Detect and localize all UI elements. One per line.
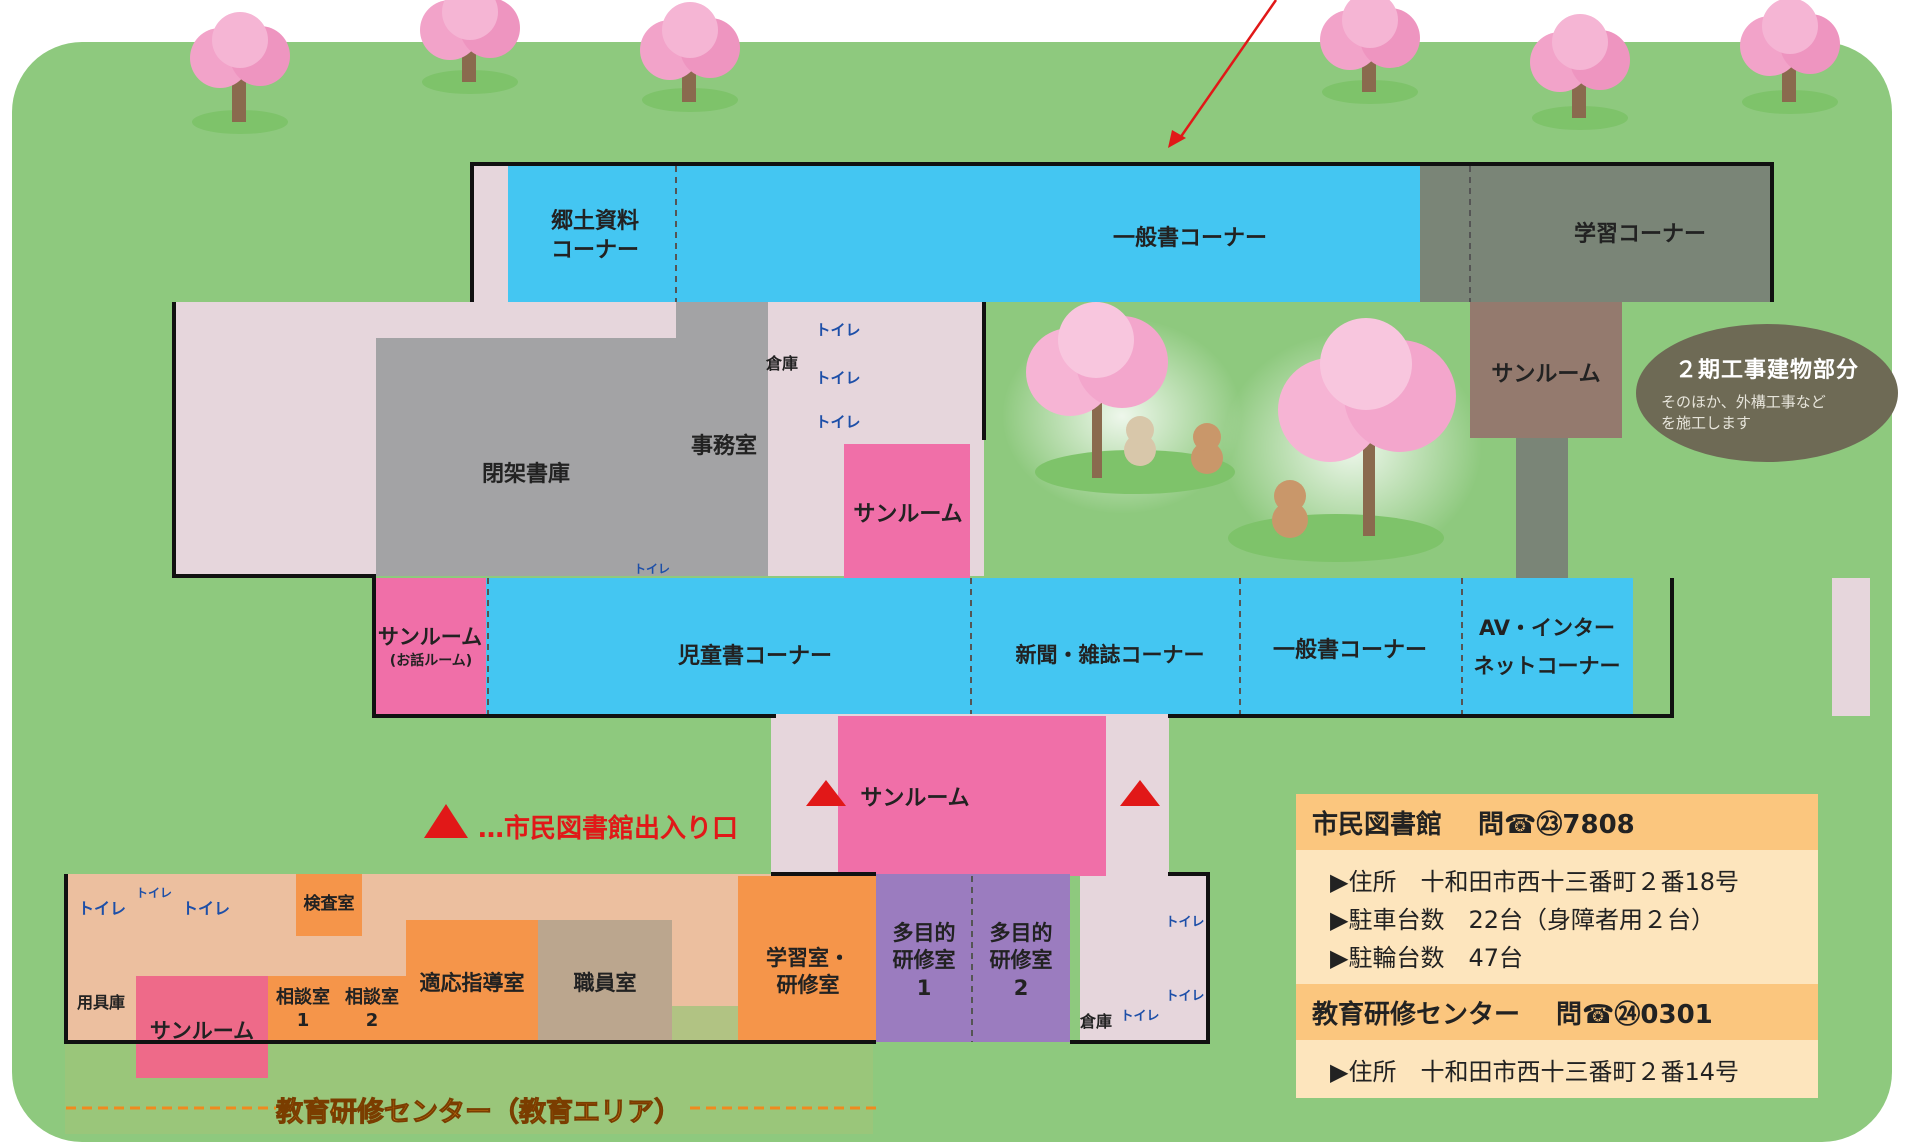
building-outline	[64, 162, 1774, 1044]
toilet-label: トイレ	[77, 899, 126, 918]
room-yogu	[66, 966, 136, 1042]
phase2-title: ２期工事建物部分	[1674, 358, 1859, 383]
room-label-soko-top: 倉庫	[765, 354, 798, 373]
room-label-jimu: 事務室	[690, 434, 757, 459]
center-name: 教育研修センター	[1312, 999, 1521, 1030]
room-label-ippan-bottom: 一般書コーナー	[1272, 638, 1427, 663]
toilet-label: トイレ	[815, 368, 861, 387]
cherry-tree	[640, 2, 740, 112]
room-label-gakushu: 学習コーナー	[1573, 222, 1706, 247]
library-phone: 問☎㉓7808	[1478, 809, 1635, 840]
room-tekio	[406, 920, 538, 1042]
room-sodan1	[268, 976, 338, 1042]
room-label-sodan1: 相談室 1	[276, 986, 330, 1031]
room-label-shokuin: 職員室	[573, 971, 637, 995]
toilet-label: トイレ	[815, 320, 861, 339]
partition-lines	[487, 166, 1471, 1042]
library-bicycle: ▶駐輪台数 47台	[1330, 943, 1523, 972]
room-label-heika: 閉架書庫	[481, 462, 570, 487]
room-label-sunroom-left: サンルーム	[149, 1019, 255, 1043]
cherry-tree	[1740, 0, 1840, 114]
toilet-label: トイレ	[1165, 988, 1205, 1004]
room-label-kensa: 検査室	[303, 893, 355, 914]
entrance-legend-icon	[424, 804, 468, 838]
room-heika	[376, 338, 676, 576]
room-sunroom-pink-mid	[844, 444, 970, 578]
info-box: 市民図書館 問☎㉓7808 ▶住所 十和田市西十三番町２番18号 ▶駐車台数 2…	[1296, 794, 1818, 1098]
room-label-soko-bottom: 倉庫	[1079, 1012, 1112, 1031]
library-address: ▶住所 十和田市西十三番町２番18号	[1330, 867, 1739, 896]
room-label-yogu: 用具庫	[76, 993, 125, 1012]
entrance-marker	[1120, 780, 1160, 806]
center-address: ▶住所 十和田市西十三番町２番14号	[1330, 1057, 1739, 1086]
room-label-shinbun: 新聞・雑誌コーナー	[1015, 643, 1205, 667]
blue-rooms	[485, 166, 1633, 714]
toilet-label: トイレ	[181, 899, 230, 918]
cherry-tree	[190, 12, 290, 134]
toilet-label: トイレ	[1165, 914, 1205, 930]
education-area-label: 教育研修センター（教育エリア）	[276, 1097, 682, 1129]
cherry-tree	[420, 0, 520, 94]
toilet-label: トイレ	[1120, 1008, 1160, 1024]
room-label-kyodo: 郷土資料 コーナー	[550, 209, 639, 263]
room-label-sunroom-mid: サンルーム	[853, 502, 963, 527]
arrow-line	[1178, 0, 1278, 139]
room-tamokuteki2	[972, 874, 1070, 1042]
room-label-ippan-top: 一般書コーナー	[1112, 226, 1267, 251]
room-label-sunroom-entrance: サンルーム	[860, 786, 970, 811]
room-gakushushitsu	[738, 876, 876, 1042]
toilet-label: トイレ	[135, 885, 172, 900]
library-parking: ▶駐車台数 22台（身障者用２台）	[1330, 905, 1715, 934]
entrance-marker	[806, 780, 846, 806]
entrance-legend-text: …市民図書館出入り口	[478, 814, 739, 844]
center-phone: 問☎㉔0301	[1556, 999, 1713, 1030]
bear-illustration	[1191, 423, 1223, 474]
room-sunroom-left	[136, 976, 268, 1078]
room-sodan2	[338, 976, 406, 1042]
courtyard-garden	[1002, 302, 1482, 562]
room-label-jido: 児童書コーナー	[677, 644, 832, 669]
room-kensa	[296, 874, 362, 936]
phase2-callout: ２期工事建物部分 そのほか、外構工事など を施工します	[1636, 324, 1898, 462]
room-sunroom-ohanashi	[374, 578, 486, 714]
cherry-tree	[1320, 0, 1420, 104]
cherry-tree	[1530, 14, 1630, 130]
room-shokuin	[538, 920, 672, 1042]
phase2-description: そのほか、外構工事など を施工します	[1661, 393, 1826, 432]
bear-illustration	[1124, 416, 1156, 466]
room-label-sodan2: 相談室 2	[345, 986, 399, 1031]
room-label-ohanashi: (お話ルーム)	[389, 653, 473, 669]
room-sunroom-brown	[1470, 302, 1622, 438]
room-label-tamokuteki1: 多目的 研修室 1	[892, 921, 956, 1000]
toilet-label: トイレ	[815, 412, 861, 431]
room-tamokuteki1	[876, 874, 972, 1042]
cherry-tree-row	[190, 0, 1840, 134]
room-label-tekio: 適応指導室	[419, 971, 525, 995]
room-label-av: AV・インター ネットコーナー	[1473, 616, 1621, 678]
center-header: 教育研修センター 問☎㉔0301	[1296, 984, 1818, 1040]
bear-illustration	[1272, 480, 1308, 538]
toilet-label: トイレ	[633, 561, 670, 576]
room-gakushu	[1420, 166, 1772, 302]
room-label-sunroom-ohanashi: サンルーム	[377, 625, 483, 649]
library-header: 市民図書館 問☎㉓7808	[1296, 794, 1818, 850]
room-jimu	[676, 302, 768, 576]
room-label-gakushushitsu: 学習室・ 研修室	[766, 945, 850, 997]
room-sunroom-entrance	[838, 716, 1106, 876]
connector	[1516, 438, 1568, 578]
arrow-head	[1168, 130, 1186, 148]
room-label-tamokuteki2: 多目的 研修室 2	[989, 921, 1053, 1000]
room-label-sunroom-brown: サンルーム	[1491, 362, 1601, 387]
library-name: 市民図書館	[1312, 809, 1443, 840]
